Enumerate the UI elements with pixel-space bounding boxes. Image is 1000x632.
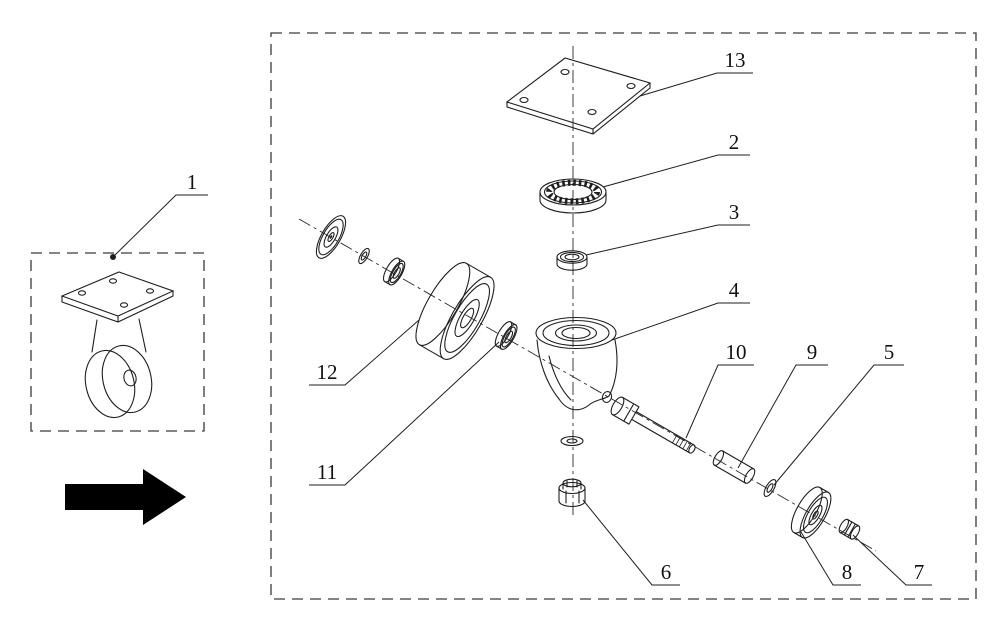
callout-4: 4 bbox=[611, 278, 750, 341]
thumbnail-dashed-box bbox=[30, 252, 205, 432]
part-label-3: 3 bbox=[729, 200, 740, 224]
part-2-slewing-ring bbox=[539, 178, 607, 214]
transform-arrow bbox=[65, 469, 186, 525]
callout-1: 1 bbox=[110, 170, 208, 260]
part-4-swivel-housing bbox=[535, 316, 618, 411]
part-label-6: 6 bbox=[661, 560, 672, 584]
part-washer-under-fork bbox=[560, 435, 584, 447]
caster-plate-thumb bbox=[60, 271, 175, 323]
part-washer-left bbox=[358, 247, 370, 265]
callout-8: 8 bbox=[800, 531, 861, 586]
callout-3: 3 bbox=[585, 200, 750, 256]
callout-9: 9 bbox=[737, 340, 828, 469]
part-label-7: 7 bbox=[914, 560, 925, 584]
part-label-5: 5 bbox=[884, 340, 895, 364]
axle-centerline bbox=[298, 218, 877, 552]
part-label-2: 2 bbox=[729, 130, 740, 154]
part-label-8: 8 bbox=[842, 560, 853, 584]
part-label-10: 10 bbox=[726, 340, 747, 364]
part-5-washer bbox=[763, 478, 777, 498]
callout-5: 5 bbox=[773, 340, 904, 486]
callout-7: 7 bbox=[852, 534, 932, 586]
part-label-1: 1 bbox=[187, 170, 198, 194]
part-7-axle-nut bbox=[838, 518, 861, 540]
part-label-9: 9 bbox=[807, 340, 818, 364]
part-3-small-bearing bbox=[556, 250, 588, 271]
callout-11: 11 bbox=[309, 341, 500, 486]
callout-12: 12 bbox=[309, 319, 420, 386]
caster-wheel-thumb bbox=[84, 318, 153, 419]
part-9-spacer-sleeve bbox=[712, 450, 756, 484]
part-label-4: 4 bbox=[729, 278, 740, 302]
callout-2: 2 bbox=[602, 130, 750, 188]
part-13-top-plate bbox=[505, 57, 652, 135]
part-8-wheel-cap bbox=[790, 486, 832, 539]
part-10-axle-bolt bbox=[610, 396, 696, 454]
callout-10: 10 bbox=[685, 340, 754, 439]
part-bearing-left bbox=[382, 257, 406, 286]
callout-13: 13 bbox=[639, 48, 753, 97]
part-label-11: 11 bbox=[317, 460, 337, 484]
part-12-wheel bbox=[415, 262, 495, 360]
exploded-dashed-box bbox=[270, 32, 977, 600]
part-6-castle-nut bbox=[558, 478, 586, 508]
part-11-bearing bbox=[494, 321, 518, 350]
part-wheel-cap-left bbox=[315, 215, 347, 259]
part-label-13: 13 bbox=[725, 48, 746, 72]
part-label-12: 12 bbox=[317, 360, 338, 384]
callout-6: 6 bbox=[582, 499, 680, 586]
assembled-caster-thumbnail bbox=[30, 252, 205, 432]
